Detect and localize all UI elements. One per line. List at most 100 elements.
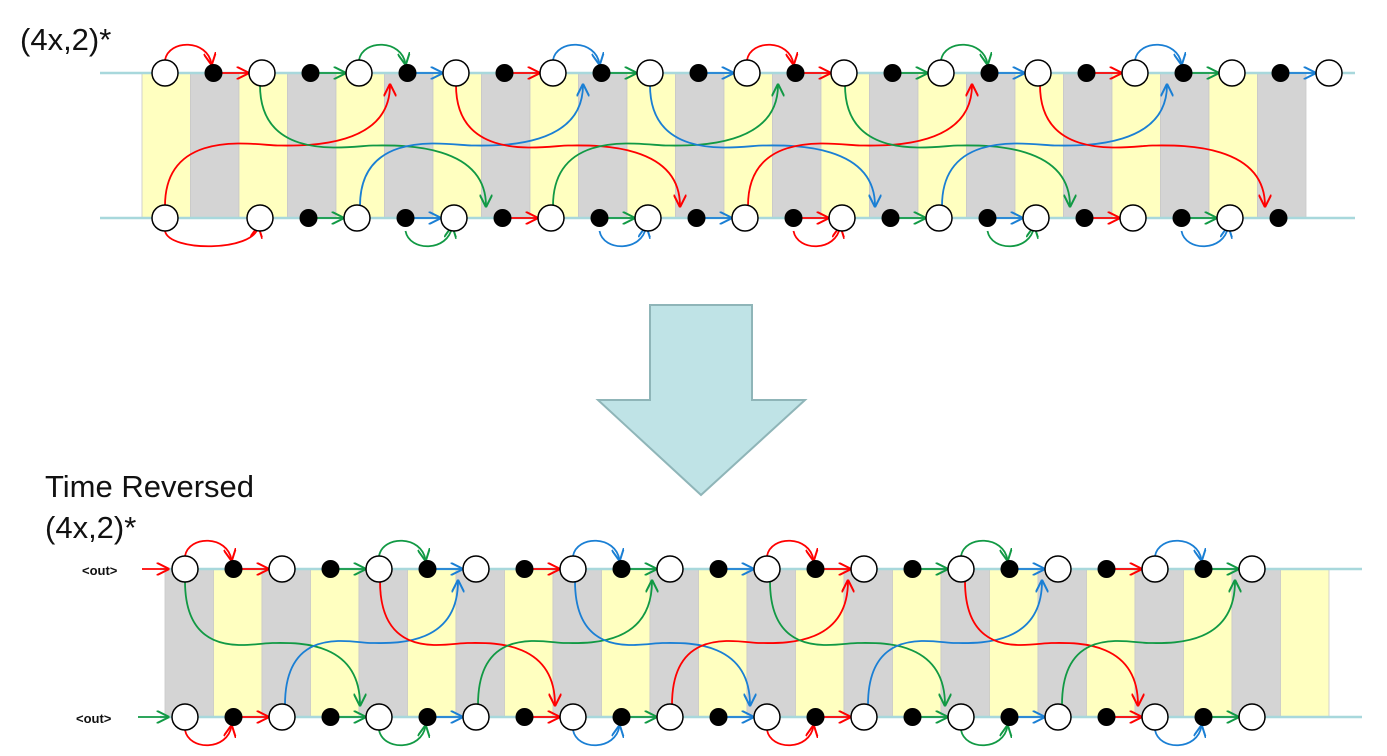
- hop-link: [358, 43, 406, 64]
- hollow-circle-icon: [151, 59, 179, 87]
- top-panel: (4x,2)*: [20, 22, 1355, 248]
- hollow-circle-icon: [345, 59, 373, 87]
- hollow-circle-icon: [1238, 703, 1266, 731]
- filled-dot-icon: [515, 560, 534, 578]
- hop-link: [164, 227, 258, 248]
- hop-link: [184, 726, 232, 747]
- hollow-circle-icon: [462, 703, 490, 731]
- hollow-circle-icon: [171, 555, 199, 583]
- cross-link: [747, 85, 972, 207]
- cross-link: [552, 85, 778, 207]
- hollow-circle-icon: [268, 555, 296, 583]
- stripe: [892, 568, 942, 718]
- down-arrow-icon: [595, 304, 808, 497]
- cross-link: [671, 581, 848, 706]
- hollow-circle-icon: [731, 204, 759, 232]
- filled-dot-icon: [515, 708, 534, 726]
- filled-dot-icon: [1269, 209, 1288, 227]
- hollow-circle-icon: [343, 204, 371, 232]
- hollow-circle-icon: [1218, 59, 1246, 87]
- hop-link: [960, 539, 1008, 560]
- hollow-circle-icon: [753, 555, 781, 583]
- cross-link: [1039, 84, 1265, 206]
- hop-link: [1154, 539, 1202, 560]
- bottom-links: [138, 539, 1238, 747]
- hop-link: [378, 539, 426, 560]
- filled-dot-icon: [396, 209, 415, 227]
- hollow-circle-icon: [850, 703, 878, 731]
- filled-dot-icon: [1075, 209, 1094, 227]
- bottom-panel-label: (4x,2)*: [45, 510, 136, 545]
- cross-link: [184, 580, 360, 705]
- filled-dot-icon: [689, 64, 708, 82]
- stripe: [310, 568, 360, 718]
- stripe: [1231, 568, 1281, 718]
- cross-link: [164, 85, 390, 207]
- hollow-circle-icon: [828, 204, 856, 232]
- hollow-circle-icon: [1022, 204, 1050, 232]
- cross-link: [867, 581, 1042, 706]
- hop-link: [746, 43, 794, 64]
- hop-link: [766, 539, 814, 560]
- filled-dot-icon: [1172, 209, 1191, 227]
- stripe: [1208, 72, 1258, 219]
- hollow-circle-icon: [248, 59, 276, 87]
- filled-dot-icon: [883, 64, 902, 82]
- filled-dot-icon: [806, 708, 825, 726]
- filled-dot-icon: [709, 560, 728, 578]
- hollow-circle-icon: [246, 204, 274, 232]
- cross-link: [649, 84, 875, 206]
- hollow-circle-icon: [1141, 555, 1169, 583]
- filled-dot-icon: [301, 64, 320, 82]
- filled-dot-icon: [1097, 560, 1116, 578]
- filled-dot-icon: [1000, 708, 1019, 726]
- cross-link: [477, 581, 652, 706]
- bottom-panel: Time Reversed (4x,2)* <out> <out>: [45, 469, 1362, 747]
- filled-dot-icon: [495, 64, 514, 82]
- hollow-circle-icon: [830, 59, 858, 87]
- hollow-circle-icon: [927, 59, 955, 87]
- hollow-circle-icon: [559, 703, 587, 731]
- hollow-circle-icon: [462, 555, 490, 583]
- hop-link: [1180, 227, 1229, 248]
- stripe: [1086, 568, 1136, 718]
- filled-dot-icon: [709, 708, 728, 726]
- filled-dot-icon: [784, 209, 803, 227]
- cross-link: [1061, 581, 1235, 706]
- bottom-nodes: [171, 555, 1266, 731]
- cross-link: [844, 84, 1070, 206]
- hop-link: [184, 539, 232, 560]
- filled-dot-icon: [224, 560, 243, 578]
- hollow-circle-icon: [539, 59, 567, 87]
- hollow-circle-icon: [1141, 703, 1169, 731]
- hop-link: [792, 227, 841, 248]
- top-panel-label: (4x,2)*: [20, 22, 111, 57]
- filled-dot-icon: [978, 209, 997, 227]
- stripe: [698, 568, 748, 718]
- stripe: [601, 568, 651, 718]
- hop-link: [598, 227, 647, 248]
- hop-link: [1134, 43, 1182, 64]
- hollow-circle-icon: [1119, 204, 1147, 232]
- hop-link: [378, 726, 426, 747]
- filled-dot-icon: [1194, 708, 1213, 726]
- filled-dot-icon: [1000, 560, 1019, 578]
- out-label-top: <out>: [82, 563, 118, 578]
- cross-link: [964, 580, 1138, 705]
- filled-dot-icon: [980, 64, 999, 82]
- filled-dot-icon: [1271, 64, 1290, 82]
- stripe: [1183, 568, 1233, 718]
- hollow-circle-icon: [733, 59, 761, 87]
- cross-link: [769, 580, 945, 705]
- cross-link: [284, 581, 458, 706]
- filled-dot-icon: [418, 708, 437, 726]
- hollow-circle-icon: [636, 59, 664, 87]
- filled-dot-icon: [592, 64, 611, 82]
- bottom-panel-title: Time Reversed: [45, 469, 254, 504]
- cross-link: [574, 580, 750, 705]
- stripe: [164, 568, 214, 718]
- hollow-circle-icon: [1044, 555, 1072, 583]
- filled-dot-icon: [1097, 708, 1116, 726]
- filled-dot-icon: [1077, 64, 1096, 82]
- stripe: [1257, 72, 1307, 219]
